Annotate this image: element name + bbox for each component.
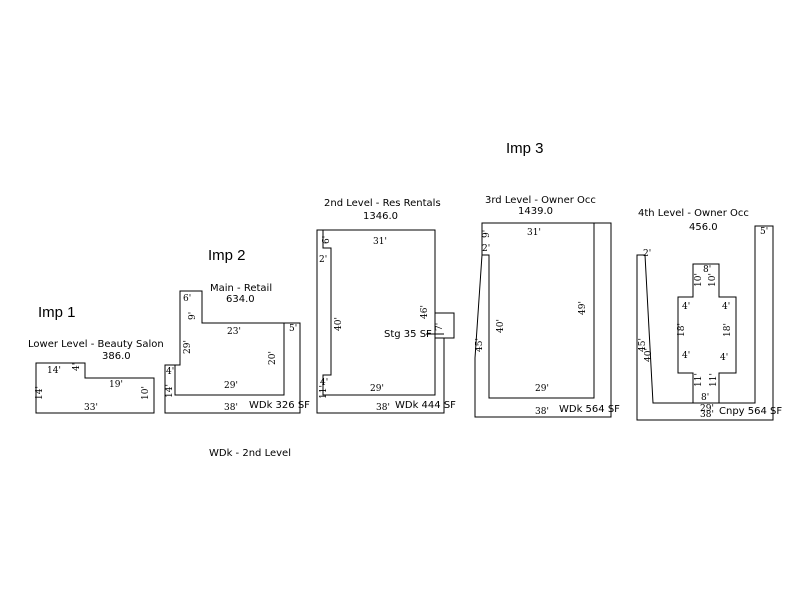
fourth-room-outline: [677, 263, 737, 404]
second-dim-29: 29': [370, 384, 384, 394]
second-dim-11: 11': [319, 385, 329, 399]
main-dim-29-bottom: 29': [224, 381, 238, 391]
fourth-level-label: 4th Level - Owner Occ: [638, 208, 749, 219]
fourth-dim-10-right: 10': [708, 273, 718, 287]
second-dim-40: 40': [334, 317, 344, 331]
second-level-label: 2nd Level - Res Rentals: [324, 198, 441, 209]
third-level-label: 3rd Level - Owner Occ: [485, 195, 596, 206]
fourth-dim-40: 40': [644, 348, 654, 362]
second-level-area: 1346.0: [363, 211, 398, 222]
main-dim-14: 14': [165, 384, 175, 398]
second-room-outline: [322, 230, 436, 396]
fourth-dim-4-lower-left: 4': [682, 351, 690, 361]
second-dim-31: 31': [373, 237, 387, 247]
main-dim-4: 4': [166, 367, 174, 377]
fourth-dim-45: 45': [638, 338, 648, 352]
lower-level-label: Lower Level - Beauty Salon: [28, 339, 164, 350]
fourth-dim-4-lower-right: 4': [720, 353, 728, 363]
second-dim-4: 4': [320, 378, 328, 388]
fourth-dim-29: 29': [700, 404, 714, 414]
imp1-title: Imp 1: [38, 304, 76, 321]
second-dim-7: 7': [435, 323, 445, 331]
main-room-outline: [174, 290, 285, 396]
fourth-dim-38: 38': [700, 410, 714, 420]
third-dim-9: 9': [482, 230, 492, 238]
fourth-dim-2: 2': [643, 249, 651, 259]
fourth-dim-11-right: 11': [709, 373, 719, 387]
second-dim-2: 2': [319, 255, 327, 265]
third-dim-29: 29': [535, 384, 549, 394]
lower-dim-bottom: 33': [84, 403, 98, 413]
fourth-dim-18-right: 18': [723, 323, 733, 337]
third-dim-40: 40': [496, 319, 506, 333]
main-dim-5: 5': [289, 324, 297, 334]
fourth-dim-10-left: 10': [694, 273, 704, 287]
lower-level-area: 386.0: [102, 351, 131, 362]
main-wdk-area: WDk 326 SF: [249, 400, 310, 411]
lower-dim-right: 10': [141, 386, 151, 400]
lower-dim-upper-right: 19': [109, 380, 123, 390]
third-level-area: 1439.0: [518, 206, 553, 217]
fourth-dim-18-left: 18': [677, 323, 687, 337]
fourth-dim-11-left: 11': [694, 373, 704, 387]
third-level-plan: 3rd Level - Owner Occ 1439.0 9' 2' 31' 4…: [474, 195, 620, 418]
main-dim-23: 23': [227, 327, 241, 337]
third-dim-49: 49': [578, 301, 588, 315]
fourth-canopy-area: Cnpy 564 SF: [719, 406, 782, 417]
third-dim-45: 45': [475, 338, 485, 352]
fourth-canopy-outline: [636, 225, 774, 421]
main-retail-label: Main - Retail: [210, 283, 272, 294]
lower-dim-step: 4': [72, 363, 82, 371]
fourth-level-area: 456.0: [689, 222, 718, 233]
third-dim-2: 2': [482, 244, 490, 254]
main-dim-9: 9': [188, 312, 198, 320]
lower-dim-top: 14': [47, 366, 61, 376]
main-dim-6: 6': [183, 294, 191, 304]
imp2-title: Imp 2: [208, 247, 246, 264]
lower-level-plan: Lower Level - Beauty Salon 386.0 14' 4' …: [28, 339, 164, 414]
second-level-plan: 2nd Level - Res Rentals 1346.0 6' 2' 31'…: [316, 198, 456, 414]
main-retail-area: 634.0: [226, 294, 255, 305]
lower-dim-left: 14': [35, 386, 45, 400]
fourth-dim-4-upper-right: 4': [722, 302, 730, 312]
fourth-level-plan: 4th Level - Owner Occ 456.0 2' 45' 40' 5…: [636, 208, 782, 421]
fourth-dim-8-top: 8': [703, 265, 711, 275]
main-dim-29-left: 29': [183, 340, 193, 354]
main-retail-plan: Main - Retail 634.0 6' 9' 23' 5' 29' 20'…: [164, 283, 310, 414]
second-dim-38: 38': [376, 403, 390, 413]
fourth-dim-4-upper-left: 4': [682, 302, 690, 312]
second-storage-area: Stg 35 SF: [384, 329, 432, 340]
fourth-dim-5: 5': [760, 227, 768, 237]
second-dim-6: 6': [322, 236, 332, 244]
third-dim-38: 38': [535, 407, 549, 417]
third-dim-31: 31': [527, 228, 541, 238]
main-dim-20: 20': [268, 351, 278, 365]
third-wdk-area: WDk 564 SF: [559, 404, 620, 415]
second-wdk-area: WDk 444 SF: [395, 400, 456, 411]
main-dim-38: 38': [224, 403, 238, 413]
wdk-2nd-level-caption: WDk - 2nd Level: [209, 448, 291, 459]
lower-level-outline: [35, 362, 155, 414]
imp3-title: Imp 3: [506, 140, 544, 157]
second-dim-46: 46': [420, 305, 430, 319]
third-room-outline: [481, 223, 595, 399]
fourth-dim-8-bottom: 8': [701, 393, 709, 403]
